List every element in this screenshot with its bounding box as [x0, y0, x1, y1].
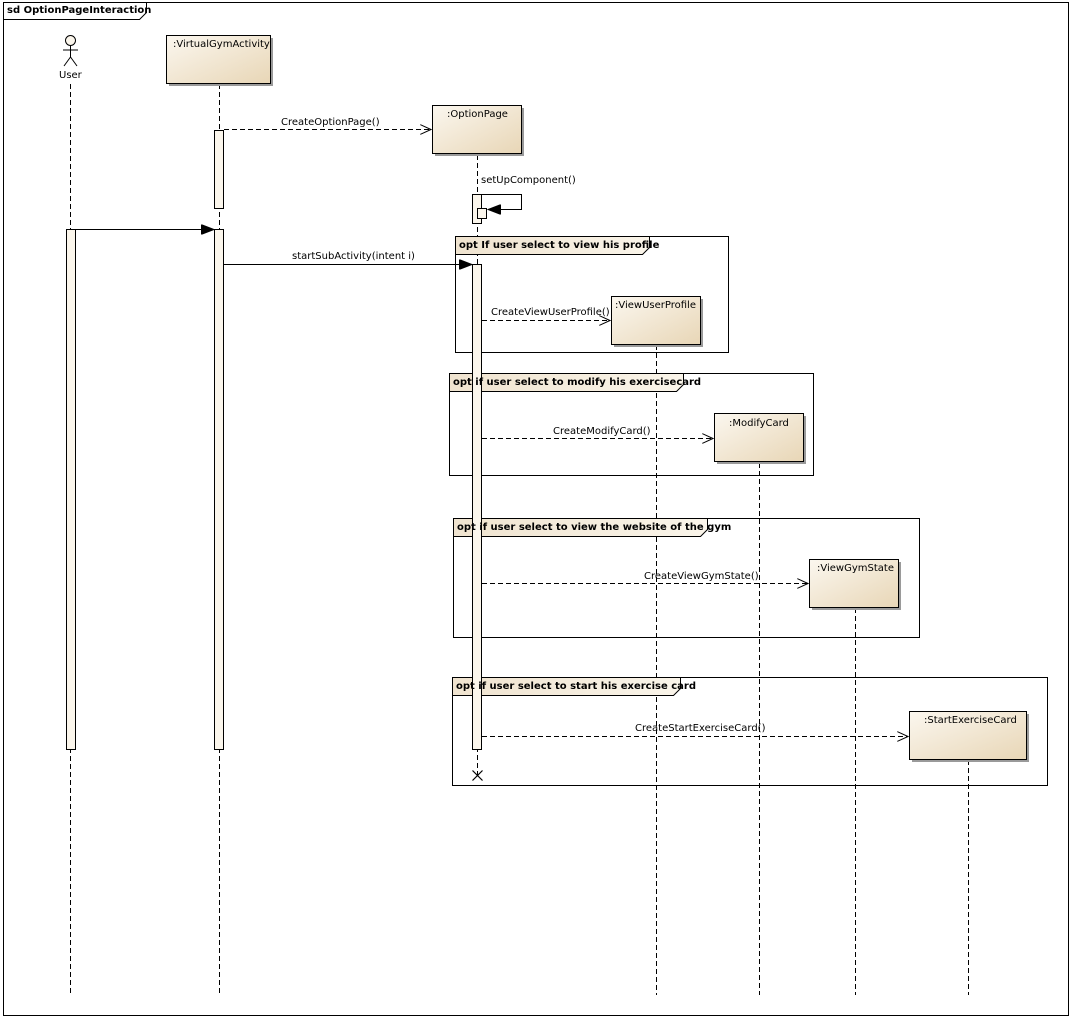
diagram-frame-tab: [3, 2, 147, 20]
user-actor-icon: [63, 35, 78, 67]
optionpage-activation-main: [472, 264, 482, 750]
opt-frame-modify-card-label: opt if user select to modify his exercis…: [453, 377, 702, 388]
msg-setup-component-line: [481, 194, 522, 210]
user-actor-label: User: [59, 70, 82, 81]
viewuserprofile-head-label: :ViewUserProfile: [615, 300, 696, 311]
opt-frame-start-card-label: opt if user select to start his exercise…: [456, 681, 697, 692]
diagram-frame: [3, 2, 1069, 1016]
optionpage-head-label: :OptionPage: [447, 109, 508, 120]
virtualgym-head[interactable]: [166, 35, 274, 87]
diagram-title: sd OptionPageInteraction: [7, 5, 152, 16]
opt-frame-start-card-tab: [452, 677, 681, 696]
opt-frame-view-website-tab: [453, 518, 708, 537]
viewgymstate-head-label: :ViewGymState: [817, 563, 894, 574]
msg-create-modify-card-label: CreateModifyCard(): [553, 426, 651, 437]
virtualgym-head-label: :VirtualGymActivity: [173, 39, 270, 50]
user-activation: [66, 229, 76, 750]
msg-create-view-user-profile-label: CreateViewUserProfile(): [491, 307, 610, 318]
modifycard-head[interactable]: [714, 413, 807, 465]
msg-create-view-gym-state-label: CreateViewGymState(): [644, 571, 759, 582]
optionpage-self-activation: [477, 208, 487, 219]
msg-create-start-exercise-card-label: CreateStartExerciseCard(): [635, 723, 766, 734]
opt-frame-view-website-label: opt if user select to view the website o…: [457, 522, 732, 533]
opt-frame-view-profile-label: opt If user select to view his profile: [459, 240, 660, 251]
opt-frame-modify-card-tab: [449, 373, 684, 392]
virtualgym-activation-2: [214, 229, 224, 750]
modifycard-head-label: :ModifyCard: [729, 418, 789, 429]
opt-frame-start-card: [452, 677, 1048, 786]
viewgymstate-head[interactable]: [809, 559, 902, 611]
startexercisecard-head-label: :StartExerciseCard: [924, 715, 1017, 726]
viewuserprofile-head[interactable]: [611, 296, 704, 348]
virtualgym-activation-1: [214, 130, 224, 209]
msg-start-sub-activity-label: startSubActivity(intent i): [292, 251, 415, 262]
startexercisecard-head[interactable]: [909, 711, 1030, 763]
msg-setup-component-label: setUpComponent(): [481, 175, 576, 186]
optionpage-head[interactable]: [432, 105, 525, 157]
optionpage-destroy-icon: [472, 770, 483, 781]
opt-frame-view-profile-tab: [455, 236, 650, 255]
msg-create-option-page-label: CreateOptionPage(): [281, 117, 380, 128]
